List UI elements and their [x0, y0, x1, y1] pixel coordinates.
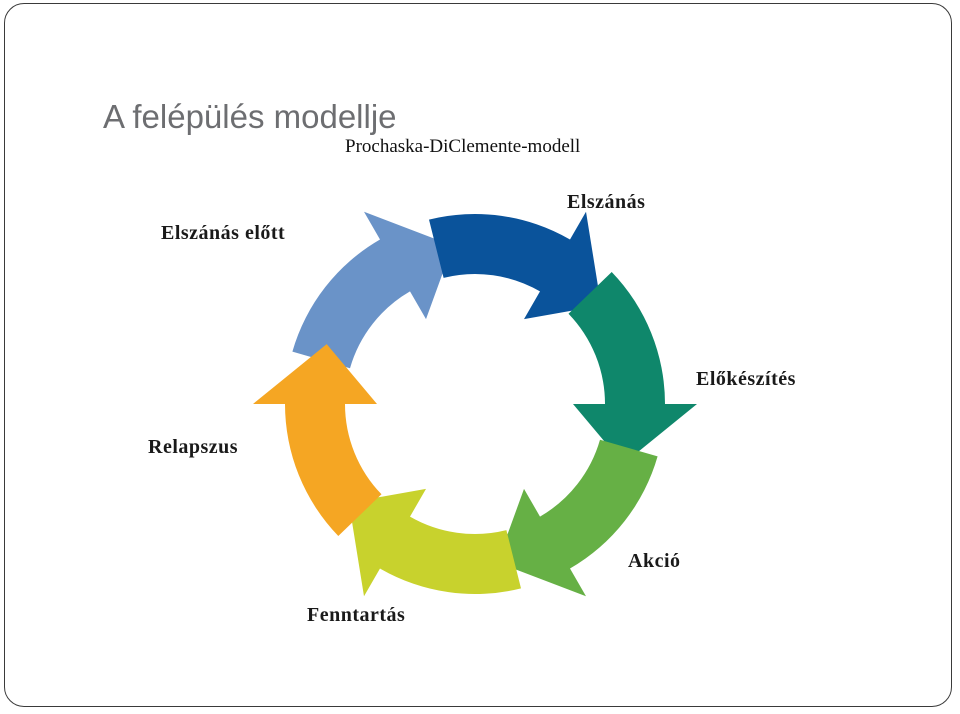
slide-subtitle: Prochaska-DiClemente-modell	[345, 136, 581, 157]
stage-label-elszanas: Elszánás	[567, 191, 646, 213]
arrow-elszanas	[429, 211, 602, 320]
stage-label-akcio: Akció	[628, 550, 681, 572]
stage-label-fenntartas: Fenntartás	[307, 604, 406, 626]
arrow-fenntartas	[348, 488, 521, 597]
arrow-relapszus	[253, 344, 382, 536]
stage-label-relapszus: Relapszus	[148, 436, 239, 458]
arrow-elokeszites	[568, 272, 697, 464]
cycle-diagram	[253, 211, 697, 597]
stage-label-elokeszites: Előkészítés	[696, 368, 796, 390]
slide-title: A felépülés modellje	[103, 98, 397, 135]
arrow-akcio	[497, 439, 658, 597]
arrow-elszanas-elott	[292, 211, 453, 369]
slide: A felépülés modellje Prochaska-DiClement…	[4, 3, 952, 707]
stage-label-elszanas-elott: Elszánás előtt	[161, 222, 286, 244]
